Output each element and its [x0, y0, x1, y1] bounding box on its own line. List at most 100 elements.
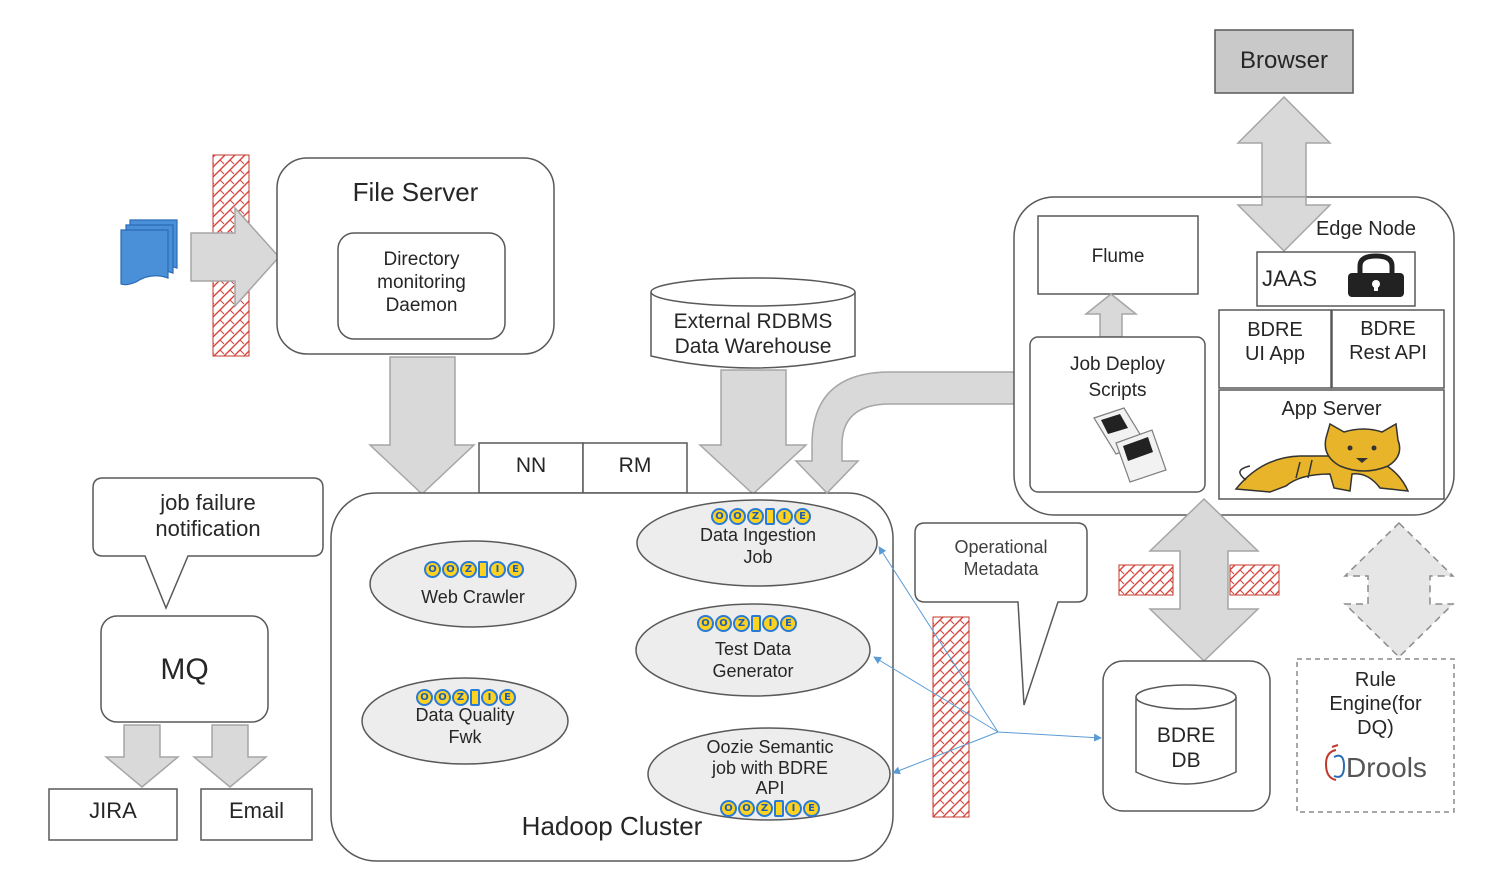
oozie-semantic-line-3: API: [755, 778, 785, 799]
bdre-rest-label: BDRE Rest API: [1332, 317, 1444, 365]
edge-node-label: Edge Node: [1315, 218, 1417, 240]
daemon-line-3: Daemon: [385, 294, 458, 316]
firewall-right-left: [1118, 564, 1174, 596]
rule-engine-line-3: DQ): [1357, 717, 1394, 739]
rule-engine-label: Rule Engine(for DQ): [1297, 668, 1454, 740]
operational-metadata-line-1: Operational: [954, 537, 1048, 557]
nn-label: NN: [515, 454, 547, 477]
rm-label: RM: [618, 454, 652, 477]
data-ingestion-line-1: Data Ingestion: [699, 525, 817, 545]
data-ingestion-line-2: Job: [743, 546, 773, 567]
flume-label: Flume: [1091, 246, 1145, 267]
rule-engine-box: [1296, 658, 1455, 813]
mq-email-arrow: [191, 724, 269, 788]
email-label: Email: [228, 798, 284, 823]
rdbms-line-1: External RDBMS: [673, 310, 833, 333]
operational-metadata-callout: [914, 522, 1088, 706]
rule-engine-arrow: [1343, 521, 1455, 659]
tomcat-icon: [1234, 422, 1410, 493]
daemon-label: Directory monitoring Daemon: [338, 249, 505, 317]
oozie-semantic-node: [647, 727, 891, 821]
files-icon: [120, 219, 178, 286]
oozie-semantic-label: Oozie Semantic job with BDRE API: [660, 737, 880, 799]
deploy-flume-arrow: [1083, 293, 1139, 338]
jira-box: [48, 788, 178, 841]
operational-metadata-line-2: Metadata: [963, 558, 1039, 579]
rdbms-label: External RDBMS Data Warehouse: [651, 309, 855, 359]
test-data-line-1: Test Data: [714, 639, 792, 659]
rule-engine-line-1: Rule: [1354, 669, 1397, 691]
bdre-db-label: BDRE DB: [1136, 723, 1236, 773]
lock-icon: [1348, 253, 1404, 297]
rdbms-line-2: Data Warehouse: [674, 335, 832, 359]
bdre-rest-line-1: BDRE: [1360, 318, 1416, 340]
metadata-connectors: [873, 546, 1102, 775]
hadoop-cluster-label: Hadoop Cluster: [521, 811, 703, 841]
file-server-title: File Server: [352, 177, 479, 207]
terminal-icon: [1093, 407, 1167, 483]
bdre-rest-line-2: Rest API: [1349, 342, 1427, 364]
firewall-middle: [932, 616, 970, 818]
bdre-ui-box: [1218, 309, 1332, 389]
data-ingestion-node: [636, 499, 878, 587]
test-data-line-2: Generator: [712, 660, 794, 681]
bdre-ui-line-2: UI App: [1244, 343, 1306, 365]
mq-box: [100, 615, 269, 723]
job-deploy-line-1: Job Deploy: [1069, 354, 1166, 375]
bdre-ui-line-1: BDRE: [1247, 319, 1303, 341]
jaas-label: JAAS: [1262, 266, 1318, 291]
data-quality-line-1: Data Quality: [415, 705, 515, 725]
fileserver-hadoop-arrow: [368, 356, 476, 496]
web-crawler-label: Web Crawler: [421, 587, 525, 607]
daemon-box: [337, 232, 506, 340]
job-failure-line-1: job failure: [160, 490, 256, 515]
drools-logo: [1324, 744, 1346, 781]
bdre-rest-box: [1331, 309, 1445, 389]
data-quality-node: [361, 677, 569, 765]
deploy-arrow: [794, 371, 1031, 495]
job-deploy-line-2: Scripts: [1088, 379, 1147, 401]
mq-label: MQ: [160, 653, 209, 686]
rule-engine-line-2: Engine(for: [1329, 693, 1422, 715]
operational-metadata-label: Operational Metadata: [915, 537, 1087, 580]
browser-label: Browser: [1239, 47, 1329, 74]
job-failure-label: job failure notification: [93, 490, 323, 543]
job-deploy-label: Job Deploy Scripts: [1030, 352, 1205, 403]
email-box: [200, 788, 313, 841]
daemon-line-1: Directory: [383, 249, 460, 270]
job-failure-line-2: notification: [155, 516, 261, 542]
rdbms-cylinder: [650, 277, 856, 369]
rdbms-hadoop-arrow: [698, 369, 808, 496]
drools-label: Drools: [1346, 752, 1427, 783]
test-data-node: [635, 603, 871, 697]
jira-label: JIRA: [89, 798, 137, 823]
test-data-label: Test Data Generator: [653, 639, 853, 682]
oozie-semantic-line-1: Oozie Semantic: [706, 737, 834, 757]
browser-edge-arrow-overlay: [1236, 196, 1332, 253]
web-crawler-node: [369, 540, 577, 628]
flume-box: [1037, 215, 1199, 295]
browser-box: [1214, 29, 1354, 94]
firewall-right-right: [1229, 564, 1280, 596]
ingest-arrow: [190, 206, 281, 308]
nn-box: [478, 442, 584, 494]
bdre-db-line-1: BDRE: [1156, 724, 1216, 747]
daemon-line-2: monitoring: [377, 271, 466, 293]
rm-box: [582, 442, 688, 494]
bdre-ui-label: BDRE UI App: [1219, 318, 1331, 366]
data-ingestion-label: Data Ingestion Job: [658, 525, 858, 568]
bdre-db-line-2: DB: [1171, 749, 1201, 773]
data-quality-line-2: Fwk: [448, 726, 482, 747]
oozie-semantic-line-2: job with BDRE: [711, 757, 829, 778]
job-failure-callout: [92, 477, 324, 610]
mq-jira-arrow: [103, 724, 181, 788]
data-quality-label: Data Quality Fwk: [365, 705, 565, 748]
app-server-label: App Server: [1281, 398, 1382, 420]
db-cylinder: [1135, 684, 1237, 785]
